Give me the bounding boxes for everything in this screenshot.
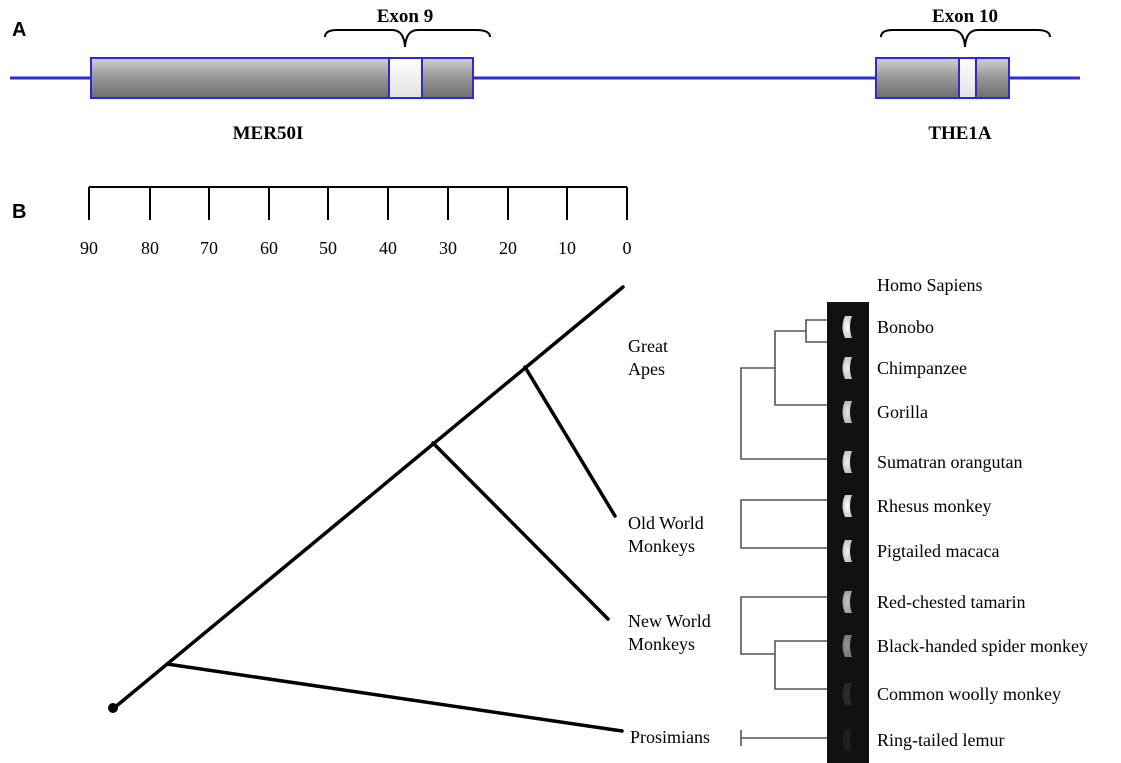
gel-band	[842, 635, 852, 657]
scale-tick-label: 70	[200, 238, 218, 258]
the1a-element	[875, 57, 1010, 99]
scale-tick-label: 80	[141, 238, 159, 258]
new-world-branch	[431, 441, 610, 621]
gel-band	[842, 357, 852, 379]
species-label: Ring-tailed lemur	[877, 730, 1004, 750]
species-cladogram	[740, 319, 827, 746]
gel-band	[842, 316, 852, 338]
prosimians-branch	[165, 662, 624, 733]
tree-root-node	[108, 703, 118, 713]
species-label: Sumatran orangutan	[877, 452, 1022, 472]
the1a-label: THE1A	[928, 123, 992, 144]
scale-tick-label: 50	[319, 238, 337, 258]
panel-b-label: B	[12, 201, 26, 223]
exon-10-label: Exon 10	[932, 6, 998, 27]
species-label: Bonobo	[877, 317, 934, 337]
species-labels: Homo SapiensBonoboChimpanzeeGorillaSumat…	[877, 275, 1088, 750]
gel-band	[842, 540, 852, 562]
species-label: Common woolly monkey	[877, 684, 1061, 704]
scale-tick-label: 30	[439, 238, 457, 258]
scale-tick-label: 10	[558, 238, 576, 258]
scale-tick-label: 60	[260, 238, 278, 258]
panel-a-label: A	[12, 19, 26, 41]
exon-10-brace	[880, 29, 1051, 48]
exon-9-brace	[324, 29, 491, 48]
old-world-branch	[523, 365, 617, 518]
gel-image	[827, 302, 869, 763]
mer50i-label: MER50I	[233, 123, 304, 144]
exon-9-label: Exon 9	[377, 6, 434, 27]
mer50i-element	[90, 57, 474, 99]
gene-diagram: Exon 9 Exon 10 MER50I THE1A	[10, 6, 1080, 144]
gel-band	[842, 451, 852, 473]
species-label: Chimpanzee	[877, 358, 967, 378]
scale-tick-label: 40	[379, 238, 397, 258]
species-label: Rhesus monkey	[877, 496, 992, 516]
species-label: Pigtailed macaca	[877, 541, 999, 561]
species-label: Red-chested tamarin	[877, 592, 1025, 612]
gel-band	[842, 683, 852, 705]
exon-10-box	[958, 57, 977, 99]
exon-9-box	[388, 57, 423, 99]
species-label: Gorilla	[877, 402, 928, 422]
prosimians-label: Prosimians	[630, 727, 710, 747]
gel-band	[842, 495, 852, 517]
gel-band	[842, 729, 852, 751]
scale-tick-label: 0	[623, 238, 632, 258]
gel-band	[842, 401, 852, 423]
tree-trunk	[112, 285, 625, 710]
scale-tick-label: 90	[80, 238, 98, 258]
scale-tick-label: 20	[499, 238, 517, 258]
phylogeny-tree	[112, 285, 625, 733]
time-scale: 90 80 70 60 50 40 30 20 10 0	[80, 186, 632, 258]
species-label: Black-handed spider monkey	[877, 636, 1088, 656]
species-label: Homo Sapiens	[877, 275, 983, 295]
gel-band	[842, 591, 852, 613]
